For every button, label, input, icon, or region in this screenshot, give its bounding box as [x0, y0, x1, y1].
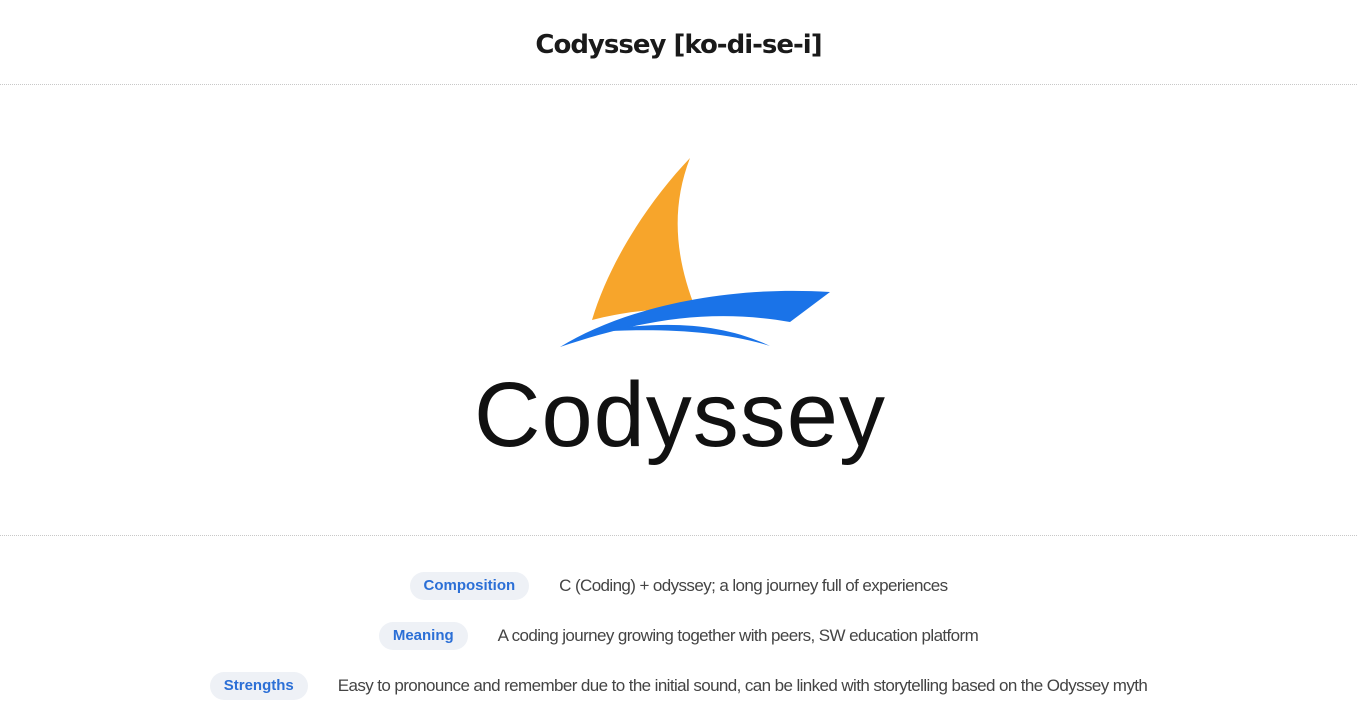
info-row-strengths: Strengths Easy to pronounce and remember… [0, 671, 1357, 701]
strengths-badge: Strengths [209, 672, 308, 700]
wave-lower-shape [592, 324, 770, 346]
info-row-composition: Composition C (Coding) + odyssey; a long… [0, 571, 1357, 601]
bottom-divider [0, 535, 1357, 536]
logo-wordmark: Codyssey [474, 364, 886, 466]
wave-upper-shape [560, 290, 830, 347]
info-row-meaning: Meaning A coding journey growing togethe… [0, 621, 1357, 651]
codyssey-logo: Codyssey [470, 150, 890, 480]
meaning-text: A coding journey growing together with p… [497, 626, 979, 645]
sail-shape [592, 158, 696, 320]
composition-text: C (Coding) + odyssey; a long journey ful… [559, 576, 948, 595]
sailboat-logo-icon [560, 158, 830, 347]
strengths-text: Easy to pronounce and remember due to th… [337, 676, 1148, 695]
top-divider [0, 84, 1357, 85]
page-title: Codyssey [ko-di-se-i] [535, 30, 822, 61]
meaning-badge: Meaning [378, 622, 468, 650]
composition-badge: Composition [409, 572, 530, 600]
